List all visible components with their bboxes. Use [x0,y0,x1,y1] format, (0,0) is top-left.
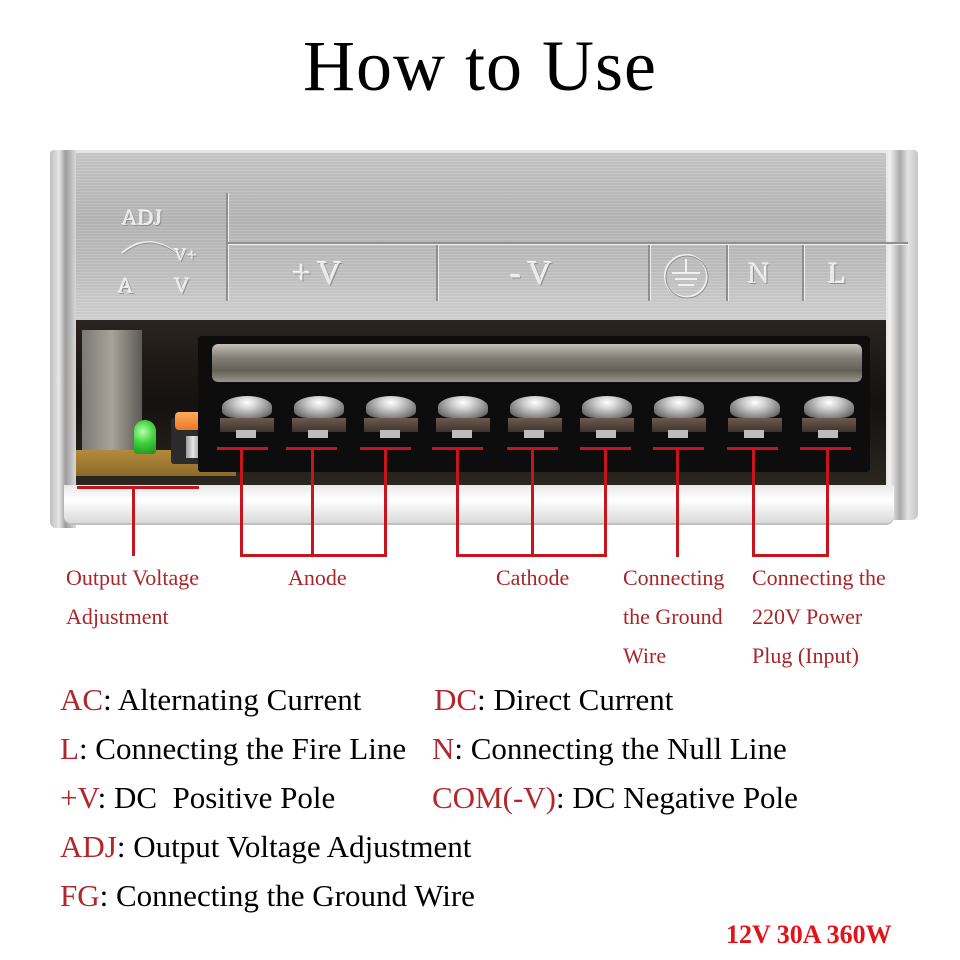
engraving-plus-v: +V [292,255,348,292]
legend-item-n: N: Connecting the Null Line [432,731,787,766]
callout-line: 220V Power [752,604,863,629]
callout-line: Connecting [623,565,725,590]
terminal-screw-ground[interactable] [650,396,708,446]
divider [226,193,228,301]
bracket-input [752,447,755,557]
legend-item-fg: FG: Connecting the Ground Wire [60,878,475,913]
callout-anode: Anode [288,558,347,597]
ground-icon [664,254,709,299]
bracket-cathode [604,447,607,557]
legend-item-com: COM(-V): DC Negative Pole [432,780,798,815]
power-supply-unit: ADJ V+ A V +V -V N L [50,150,918,528]
callout-line: Connecting the [752,565,886,590]
terminal-block [198,336,870,472]
psu-bottom-edge [64,485,894,525]
callout-line: Anode [288,565,347,590]
legend-item-dc: DC: Direct Current [434,682,674,717]
divider [802,245,804,301]
bracket-input [752,554,829,557]
divider [228,242,908,244]
bracket-ground [676,447,679,557]
callout-line: the Ground [623,604,723,629]
divider [436,245,438,301]
terminal-screw-minus-v-2[interactable] [506,396,564,446]
spec-rating: 12V 30A 360W [726,920,892,949]
engraving-a: A [118,273,134,298]
terminal-cover [212,344,862,382]
engraving-adj: ADJ [122,205,163,230]
bracket-anode [240,447,243,557]
terminal-screw-plus-v-2[interactable] [290,396,348,446]
bracket-cathode [456,447,459,557]
engraving-n: N [748,257,770,290]
terminal-screw-minus-v-1[interactable] [434,396,492,446]
led-indicator-icon [134,420,156,454]
bracket-anode [240,554,387,557]
terminal-screw-plus-v-3[interactable] [362,396,420,446]
bracket-input [800,447,851,450]
terminal-screw-l[interactable] [800,396,858,446]
bracket-cathode [456,554,607,557]
bracket-input [826,447,829,557]
terminal-screw-minus-v-3[interactable] [578,396,636,446]
page-title: How to Use [303,26,657,106]
bracket-anode [384,447,387,557]
legend-item-adj: ADJ: Output Voltage Adjustment [60,829,472,864]
callout-line: Output Voltage [66,565,200,590]
bracket-cathode [531,447,534,557]
engraving-minus-v: -V [510,255,558,292]
legend-item-l: L: Connecting the Fire Line [60,731,407,766]
divider [726,245,728,301]
callout-cathode: Cathode [496,558,569,597]
bracket-adj [77,486,199,489]
engraving-v: V [174,273,190,298]
psu-top-panel: ADJ V+ A V +V -V N L [76,150,908,323]
callout-input: Connecting the 220V Power Plug (Input) [752,558,886,675]
legend-item-plus-v: +V: DC Positive Pole [60,780,336,815]
callout-ground: Connecting the Ground Wire [623,558,724,675]
psu-left-side [50,150,76,528]
callout-adj: Output Voltage Adjustment [66,558,199,636]
bracket-anode [311,447,314,557]
engraving-l: L [828,257,847,290]
engraving-vplus: V+ [174,245,198,265]
bracket-adj [132,486,135,556]
adjust-arrow-icon [121,241,178,255]
heatsink [82,330,142,450]
divider [648,245,650,301]
terminal-screw-plus-v-1[interactable] [218,396,276,446]
terminal-screw-n[interactable] [726,396,784,446]
callout-line: Wire [623,643,667,668]
callout-line: Plug (Input) [752,643,859,668]
callout-line: Cathode [496,565,570,590]
legend-item-ac: AC: Alternating Current [60,682,362,717]
callout-line: Adjustment [66,604,169,629]
